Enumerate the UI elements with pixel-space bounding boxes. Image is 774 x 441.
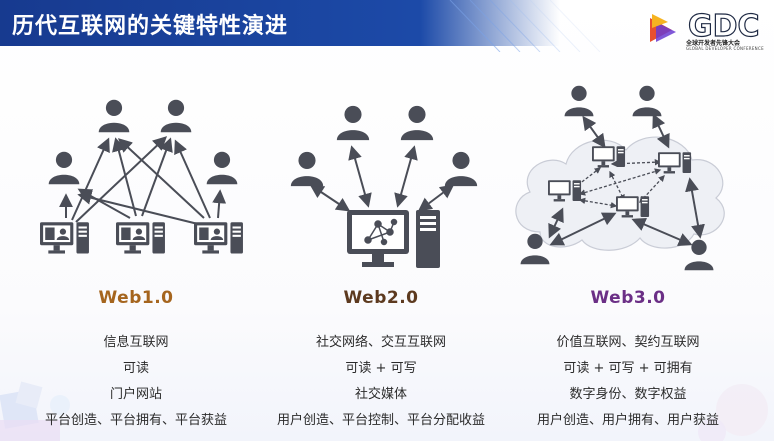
header-decoration bbox=[449, 0, 601, 52]
web1-line-1: 信息互联网 bbox=[103, 335, 169, 350]
person-icon bbox=[48, 151, 80, 185]
web2-network bbox=[290, 105, 478, 268]
web3-line-3: 数字身份、数字权益 bbox=[569, 387, 687, 402]
computer-icon bbox=[116, 222, 165, 254]
computer-icon bbox=[40, 222, 89, 254]
computer-icon bbox=[194, 222, 243, 254]
slide-title: 历代互联网的关键特性演进 bbox=[12, 14, 289, 39]
person-icon bbox=[400, 105, 434, 141]
person-icon bbox=[444, 151, 478, 187]
web2-title: Web2.0 bbox=[343, 288, 419, 308]
web1-line-3: 门户网站 bbox=[109, 387, 163, 402]
person-icon bbox=[632, 85, 662, 117]
web1-line-4: 平台创造、平台拥有、平台获益 bbox=[44, 413, 228, 428]
person-icon bbox=[206, 151, 238, 185]
web3-line-1: 价值互联网、契约互联网 bbox=[556, 335, 700, 350]
web3-title: Web3.0 bbox=[590, 288, 666, 308]
web2-line-3: 社交媒体 bbox=[354, 387, 408, 402]
svg-text:GDC: GDC bbox=[688, 9, 760, 44]
logo-subtitle-en: GLOBAL DEVELOPER CONFERENCE bbox=[686, 46, 764, 51]
web2-line-1: 社交网络、交互互联网 bbox=[315, 335, 447, 350]
web1-line-2: 可读 bbox=[122, 361, 150, 376]
logo-subtitle: 全球开发者先锋大会 bbox=[686, 40, 741, 47]
web1-title: Web1.0 bbox=[98, 288, 174, 308]
web1-network bbox=[40, 99, 243, 254]
platform-computer-icon bbox=[347, 210, 440, 268]
person-icon bbox=[564, 85, 594, 117]
gdc-logo: GDC bbox=[650, 8, 760, 45]
person-icon bbox=[290, 151, 324, 187]
web3-network bbox=[515, 85, 725, 271]
person-icon bbox=[336, 105, 370, 141]
web2-line-4: 用户创造、平台控制、平台分配收益 bbox=[276, 413, 486, 428]
person-icon bbox=[98, 99, 130, 133]
web3-line-4: 用户创造、用户拥有、用户获益 bbox=[536, 413, 720, 428]
web3-line-2: 可读 + 可写 + 可拥有 bbox=[563, 361, 693, 376]
person-icon bbox=[160, 99, 192, 133]
title-bar bbox=[0, 0, 560, 46]
web2-line-2: 可读 + 可写 bbox=[345, 361, 417, 376]
network-icon bbox=[364, 218, 398, 246]
